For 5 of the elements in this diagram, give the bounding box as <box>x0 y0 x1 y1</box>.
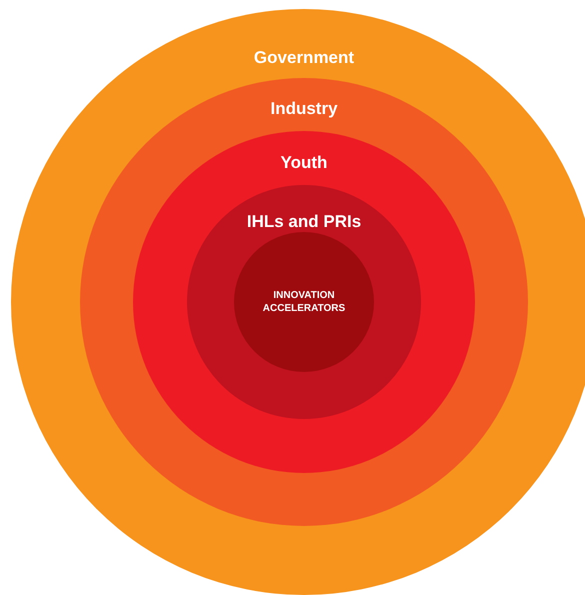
ring-label: Youth <box>280 152 328 174</box>
ring-label: INNOVATION ACCELERATORS <box>262 289 346 315</box>
ring-label: IHLs and PRIs <box>246 211 362 233</box>
ring-label: Government <box>254 47 354 69</box>
ring-label: Industry <box>270 98 338 120</box>
